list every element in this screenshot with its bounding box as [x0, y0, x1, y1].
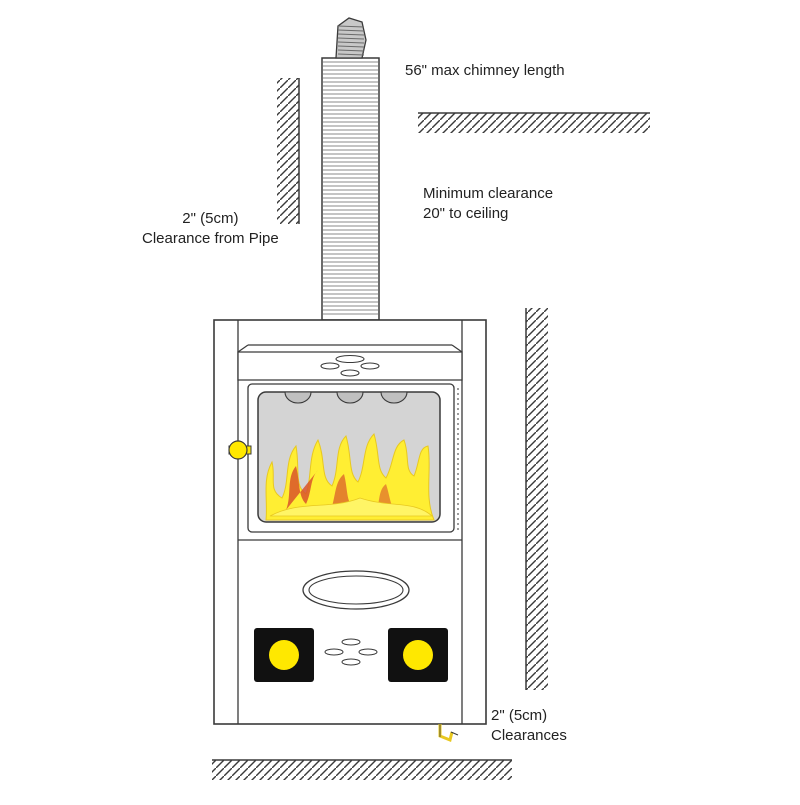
ceiling-clearance-line2: 20" to ceiling — [423, 205, 509, 222]
center-vent-slots — [324, 638, 378, 666]
ceiling-clearance-line1: Minimum clearance — [423, 185, 554, 202]
pipe-clearance-line1: 2" (5cm) — [182, 210, 239, 227]
cap-rib — [337, 41, 365, 44]
ceiling-hatch — [418, 112, 650, 133]
cap-rib — [337, 33, 365, 36]
chimney-pipe — [321, 57, 380, 321]
cap-rib — [337, 49, 365, 52]
side-clearances-line2: Clearances — [491, 727, 567, 744]
cap-rib — [337, 45, 365, 48]
left-wall-hatch — [277, 78, 300, 224]
oval-vent — [302, 570, 410, 610]
cap-rib — [337, 37, 365, 40]
pipe-clearance-label: 2" (5cm) Clearance from Pipe — [142, 209, 279, 249]
chimney-cap — [335, 17, 367, 59]
stove-hood — [237, 344, 463, 381]
cap-rib — [337, 53, 365, 56]
chimney-length-label: 56" max chimney length — [405, 62, 565, 79]
right-wall-hatch — [525, 308, 548, 690]
ceiling-clearance-label: Minimum clearance 20" to ceiling — [423, 184, 553, 224]
side-clearances-label: 2" (5cm) Clearances — [491, 706, 567, 746]
cap-rib — [337, 29, 365, 32]
flames — [265, 433, 435, 521]
door-handle — [228, 440, 252, 460]
floor-hatch — [212, 759, 512, 780]
cap-rib — [337, 25, 365, 28]
pipe-clearance-line2: Clearance from Pipe — [142, 230, 279, 247]
right-control-panel — [388, 628, 448, 682]
left-control-panel — [254, 628, 314, 682]
bottom-fitting — [438, 724, 459, 743]
side-clearances-line1: 2" (5cm) — [491, 707, 548, 724]
